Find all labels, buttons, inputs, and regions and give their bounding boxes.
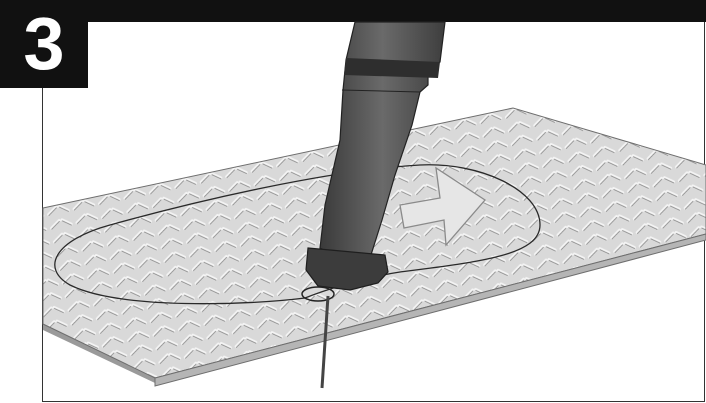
step-number-badge: 3	[0, 0, 88, 88]
